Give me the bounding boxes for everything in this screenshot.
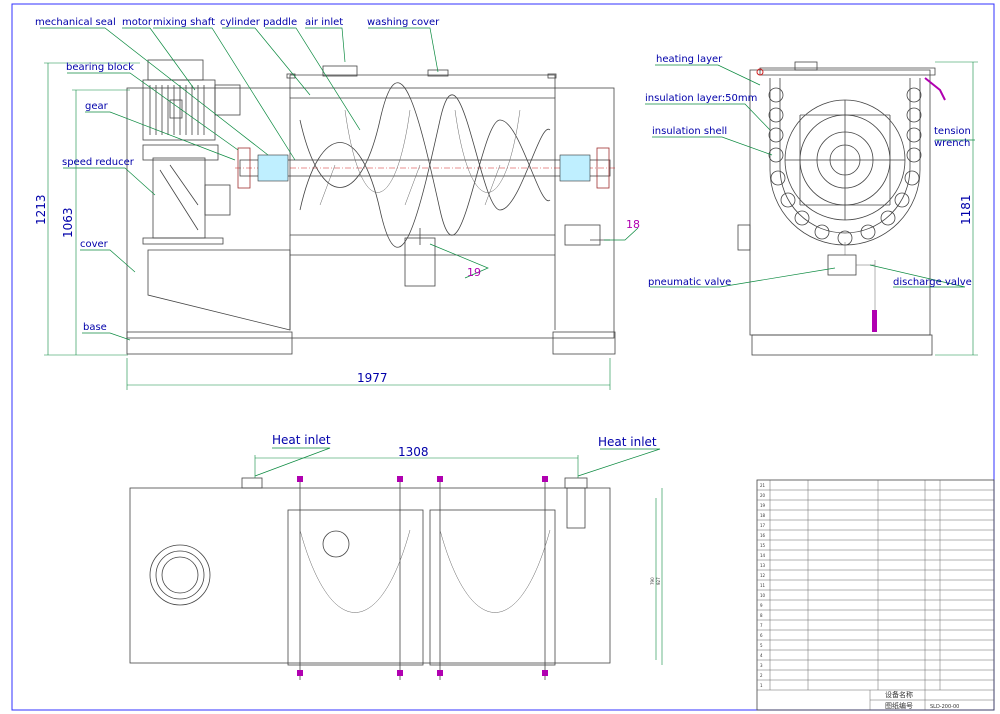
title-block-row-number: 18	[760, 513, 766, 518]
label-base: base	[83, 322, 107, 333]
title-block-row-number: 5	[760, 643, 763, 648]
title-block-row-number: 12	[760, 573, 766, 578]
label-air-inlet: air inlet	[305, 17, 343, 28]
side-view	[737, 61, 946, 356]
title-block-row-number: 1	[760, 683, 763, 688]
dim-top-width-a: 790	[650, 577, 655, 585]
label-tension: tension	[934, 126, 971, 137]
label-mechanical-seal: mechanical seal	[35, 17, 116, 28]
title-block-row-number: 19	[760, 503, 766, 508]
title-block-row-number: 4	[760, 653, 763, 658]
title-block-row-number: 14	[760, 553, 766, 558]
title-block-row-number: 10	[760, 593, 766, 598]
title-block-row-number: 3	[760, 663, 763, 668]
label-part-19: 19	[467, 266, 481, 279]
label-insulation-layer: insulation layer:50mm	[645, 93, 757, 104]
label-gear: gear	[85, 101, 109, 112]
labels: mechanical seal motor mixing shaft cylin…	[34, 17, 973, 710]
title-block-row-number: 20	[760, 493, 766, 498]
title-block-row-number: 17	[760, 523, 766, 528]
label-heating-layer: heating layer	[656, 54, 723, 65]
title-block-row-number: 11	[760, 583, 766, 588]
label-cover: cover	[80, 239, 109, 250]
title-block-row-number: 13	[760, 563, 766, 568]
dim-top-length: 1308	[398, 445, 429, 459]
title-block-row-number: 8	[760, 613, 763, 618]
label-heat-inlet-left: Heat inlet	[272, 433, 331, 447]
dim-length-total: 1977	[357, 371, 388, 385]
label-washing-cover: washing cover	[367, 17, 440, 28]
label-insulation-shell: insulation shell	[652, 126, 727, 137]
label-wrench: wrench	[934, 138, 970, 149]
title-block-row-number: 21	[760, 483, 766, 488]
label-cylinder: cylinder	[220, 17, 261, 28]
label-paddle: paddle	[263, 17, 297, 28]
dim-height-body: 1063	[61, 207, 75, 238]
dim-top-width-b: 927	[656, 577, 661, 585]
label-bearing-block: bearing block	[66, 62, 134, 73]
label-part-18: 18	[626, 218, 640, 231]
title-block-drawing-label: 图纸编号	[885, 701, 913, 710]
title-block-name-label: 设备名称	[885, 690, 913, 699]
title-block	[756, 479, 995, 711]
label-mixing-shaft: mixing shaft	[153, 17, 215, 28]
drawing-frame	[11, 3, 995, 711]
title-block-row-number: 15	[760, 543, 766, 548]
title-block-row-number: 9	[760, 603, 763, 608]
label-pneumatic-valve: pneumatic valve	[648, 277, 731, 288]
label-discharge-valve: discharge valve	[893, 277, 972, 288]
label-speed-reducer: speed reducer	[62, 157, 135, 168]
title-block-row-number: 2	[760, 673, 763, 678]
front-view	[126, 59, 616, 355]
label-motor: motor	[122, 17, 153, 28]
title-block-row-number: 6	[760, 633, 763, 638]
label-heat-inlet-right: Heat inlet	[598, 435, 657, 449]
top-view	[129, 476, 611, 680]
title-block-row-number: 7	[760, 623, 763, 628]
title-block-row-number: 16	[760, 533, 766, 538]
title-block-drawing-no: SLD-200-00	[930, 704, 959, 710]
leaders	[40, 27, 978, 665]
dim-height-total: 1213	[34, 194, 48, 225]
dim-side-height: 1181	[959, 194, 973, 225]
